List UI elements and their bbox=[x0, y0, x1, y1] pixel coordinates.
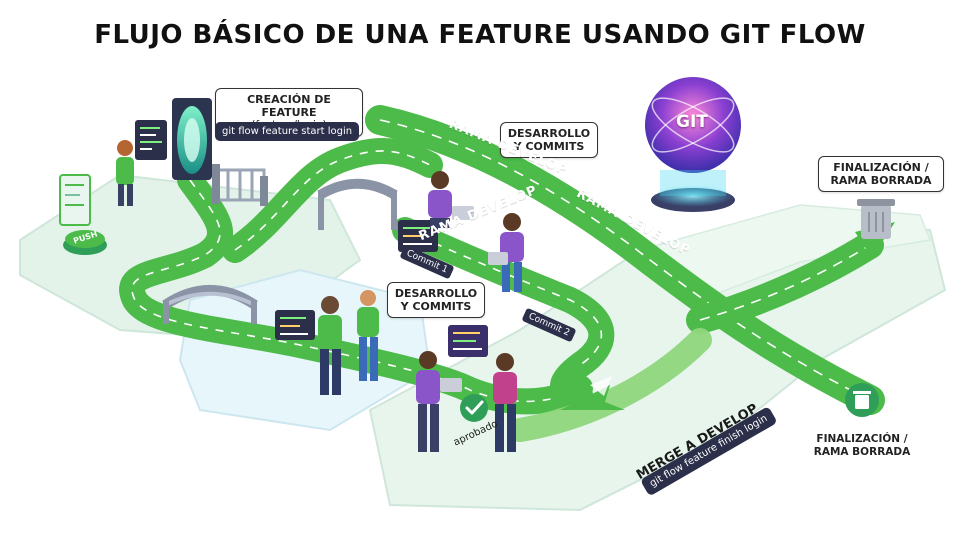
git-orb-icon bbox=[645, 77, 741, 212]
person-woman-reviewer bbox=[493, 353, 517, 452]
dev-commits-2-line1: DESARROLLO bbox=[394, 287, 478, 300]
dev-commits-1-line1: DESARROLLO bbox=[507, 127, 591, 140]
person-dev-green bbox=[318, 296, 342, 395]
code-panel-1 bbox=[135, 120, 167, 160]
finish-bottom-line1: FINALIZACIÓN / bbox=[816, 433, 908, 445]
creation-title: CREACIÓN DE FEATURE bbox=[247, 93, 331, 119]
dev-commits-callout-1: DESARROLLO Y COMMITS bbox=[500, 122, 598, 158]
person-dev-laptop bbox=[428, 171, 474, 228]
dev-commits-2-line2: Y COMMITS bbox=[400, 300, 472, 313]
feature-road bbox=[119, 137, 615, 415]
check-approved-icon bbox=[460, 394, 488, 422]
finish-label-bottom: FINALIZACIÓN / RAMA BORRADA bbox=[806, 433, 918, 459]
code-panel-4 bbox=[275, 310, 315, 340]
develop-road bbox=[365, 105, 895, 442]
dev-commits-callout-2: DESARROLLO Y COMMITS bbox=[387, 282, 485, 318]
code-panel-5 bbox=[448, 325, 488, 357]
merge-arrow-icon bbox=[560, 385, 625, 410]
bridge-icon-2 bbox=[317, 178, 398, 230]
dev-commits-1-line2: Y COMMITS bbox=[513, 140, 585, 153]
finish-top-line2: RAMA BORRADA bbox=[830, 174, 932, 187]
trash-badge-icon bbox=[845, 383, 879, 417]
finish-bottom-line2: RAMA BORRADA bbox=[813, 446, 911, 458]
creation-command: git flow feature start login bbox=[215, 122, 360, 141]
person-woman-laptop bbox=[488, 213, 524, 292]
finish-callout-top: FINALIZACIÓN / RAMA BORRADA bbox=[818, 156, 944, 192]
page-title: FLUJO BÁSICO DE UNA FEATURE USANDO GIT F… bbox=[94, 20, 866, 50]
git-orb-label: GIT bbox=[676, 112, 708, 132]
person-woman-creator bbox=[116, 140, 134, 206]
portal-door-icon bbox=[172, 98, 212, 180]
trash-bin-icon bbox=[857, 199, 895, 239]
person-woman-green bbox=[357, 290, 379, 381]
code-panel-3 bbox=[398, 220, 438, 252]
bridge-icon bbox=[162, 285, 258, 324]
push-button-icon bbox=[63, 230, 107, 255]
finish-top-line1: FINALIZACIÓN / bbox=[833, 161, 929, 174]
person-reviewer bbox=[416, 351, 462, 452]
gate-icon bbox=[212, 164, 268, 206]
code-panel-2 bbox=[59, 174, 91, 226]
